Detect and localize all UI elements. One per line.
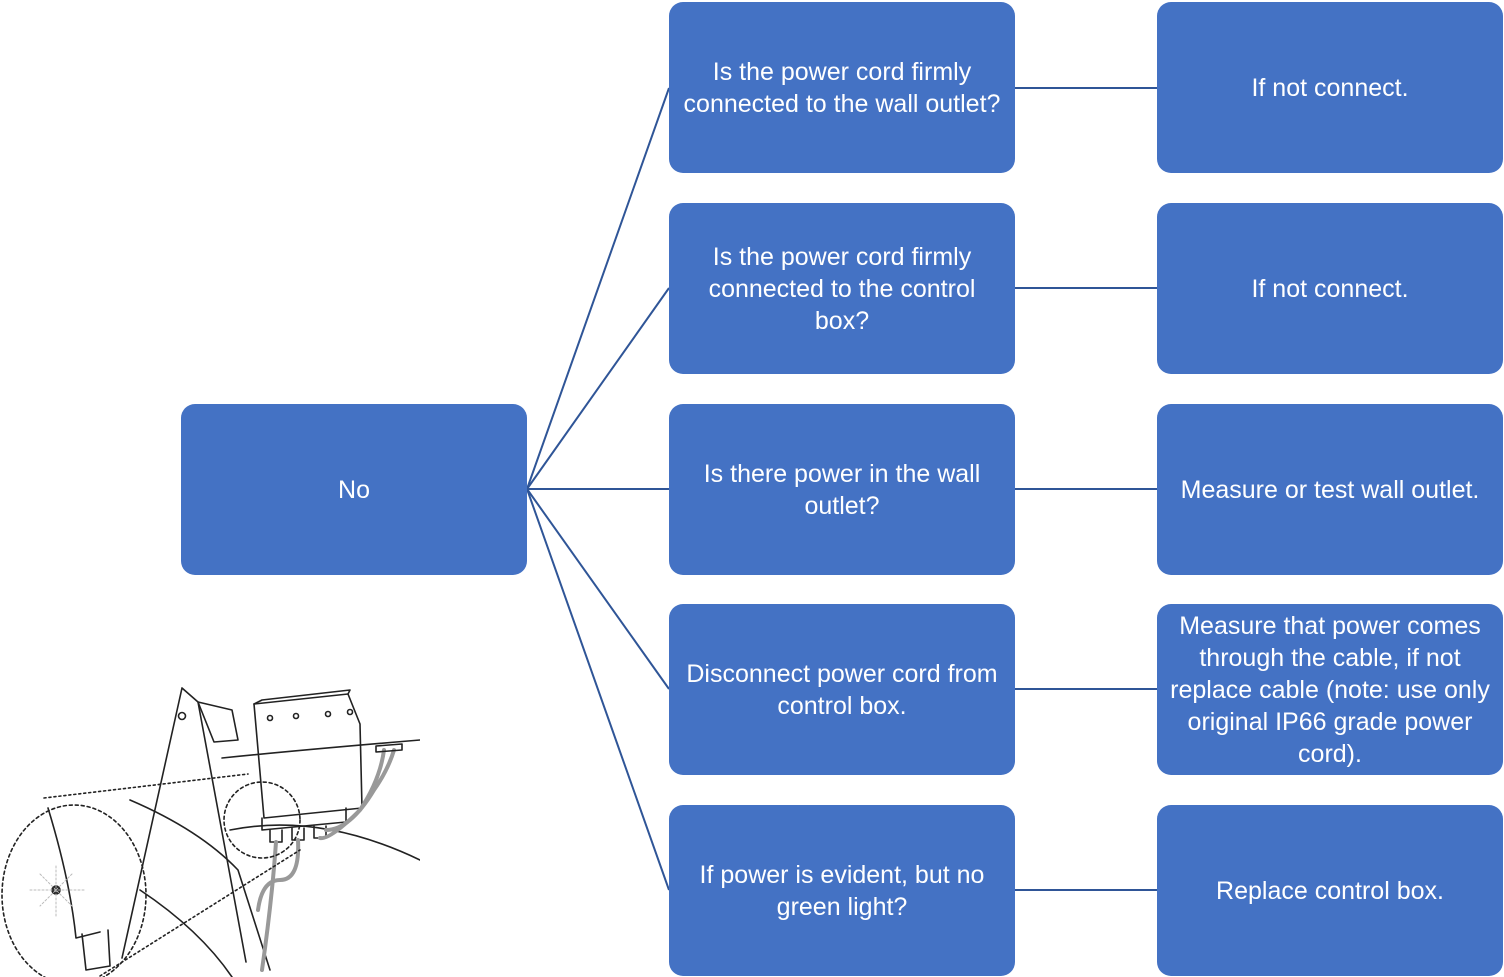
frame-cap	[197, 701, 239, 743]
detail-box-edge	[47, 807, 101, 939]
frame-rail-back	[129, 799, 271, 971]
action-node-1: If not connect.	[1157, 2, 1503, 173]
action-node-2: If not connect.	[1157, 203, 1503, 374]
light-ray-d1	[39, 873, 73, 907]
control-box-detail-illustration	[1, 687, 420, 977]
detail-source-circle	[223, 781, 301, 859]
root-node-no: No	[181, 404, 527, 575]
action-text-2: If not connect.	[1251, 274, 1409, 303]
frame-rail-lower	[229, 824, 420, 861]
control-box-screw-2	[292, 712, 300, 720]
zoom-line-top	[43, 773, 249, 799]
cable-clamp	[375, 743, 403, 753]
branch-line-1	[526, 87, 670, 490]
branch-line-4	[526, 488, 670, 690]
action-text-1: If not connect.	[1251, 73, 1409, 102]
action-text-4: Measure that power comes through the cab…	[1170, 611, 1490, 768]
question-text-3: Is there power in the wall outlet?	[703, 459, 981, 520]
question-node-5: If power is evident, but no green light?	[669, 805, 1015, 976]
light-ray-d2	[39, 873, 73, 907]
question-text-2: Is the power cord firmly connected to th…	[708, 242, 976, 335]
branch-line-5	[526, 488, 670, 891]
action-text-5: Replace control box.	[1216, 876, 1444, 905]
control-box-screw-3	[324, 710, 332, 718]
cable-3	[318, 748, 386, 841]
question-node-4: Disconnect power cord from control box.	[669, 604, 1015, 775]
zoom-line-bottom	[99, 849, 301, 977]
question-text-1: Is the power cord firmly connected to th…	[683, 57, 1001, 118]
mounting-bracket-shape	[121, 687, 247, 963]
question-node-2: Is the power cord firmly connected to th…	[669, 203, 1015, 374]
cable-4	[324, 748, 396, 832]
root-node-label: No	[338, 475, 370, 504]
cable-2	[256, 838, 301, 912]
detail-box-plug	[81, 929, 111, 971]
control-box-body	[253, 693, 363, 819]
question-text-4: Disconnect power cord from control box.	[686, 659, 998, 720]
branch-line-2	[526, 287, 670, 490]
frame-rail-upper	[221, 739, 420, 759]
action-text-3: Measure or test wall outlet.	[1180, 475, 1480, 504]
detail-magnified-circle	[1, 804, 147, 977]
question-text-5: If power is evident, but no green light?	[699, 860, 985, 921]
control-box-screw-1	[266, 714, 274, 722]
action-node-3: Measure or test wall outlet.	[1157, 404, 1503, 575]
frame-brace	[139, 889, 233, 977]
action-node-5: Replace control box.	[1157, 805, 1503, 976]
bracket-hole	[177, 711, 187, 721]
cable-1	[260, 840, 278, 972]
connector-block	[261, 807, 347, 831]
action-node-4: Measure that power comes through the cab…	[1157, 604, 1503, 775]
question-node-1: Is the power cord firmly connected to th…	[669, 2, 1015, 173]
control-box-top	[253, 689, 351, 705]
control-box-screw-4	[346, 708, 354, 716]
question-node-3: Is there power in the wall outlet?	[669, 404, 1015, 575]
